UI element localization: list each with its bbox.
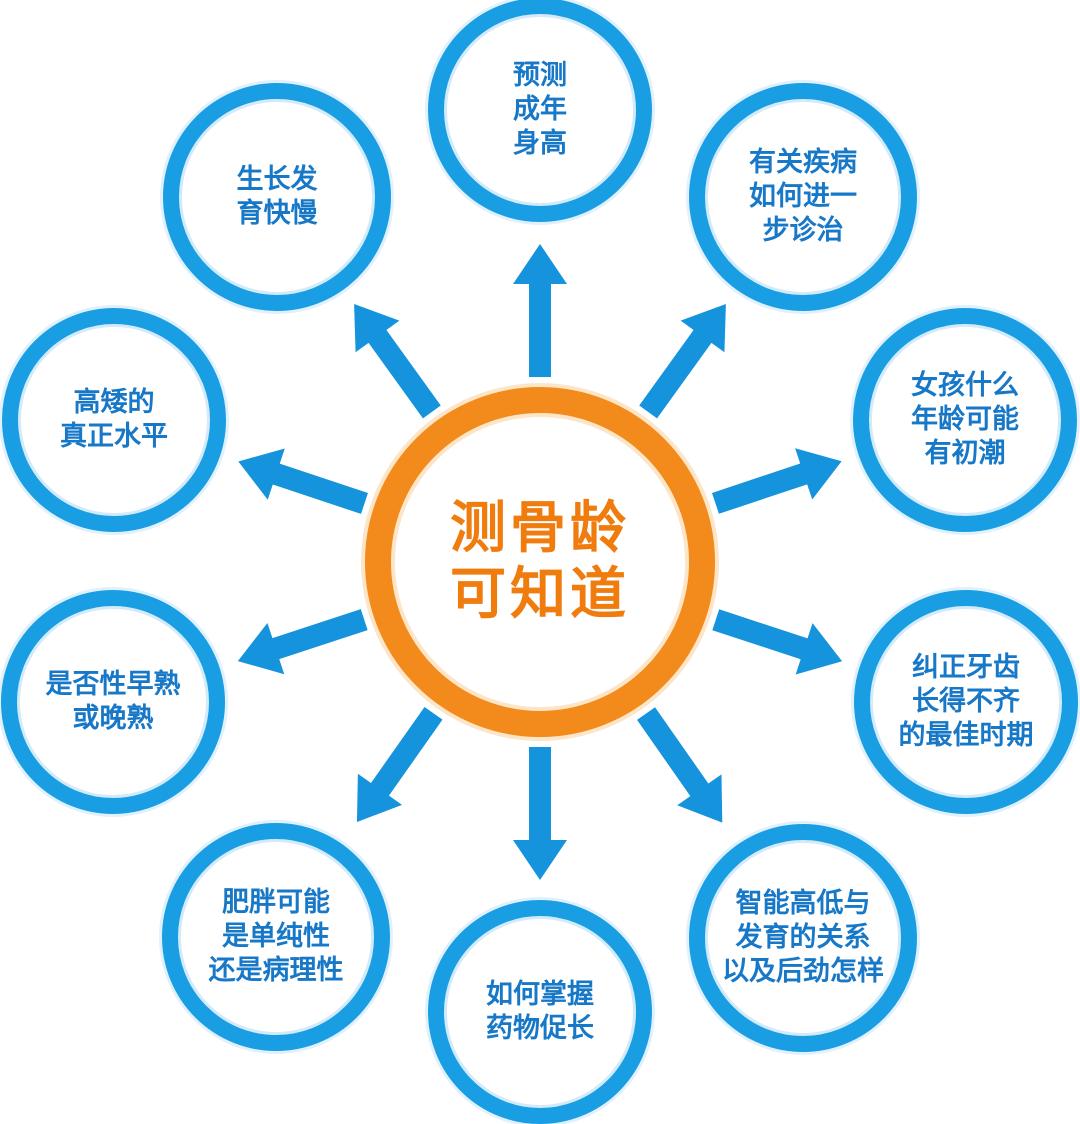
node-label: 如何掌握 药物促长 bbox=[486, 979, 594, 1044]
node-label: 肥胖可能 是单纯性 还是病理性 bbox=[208, 887, 344, 986]
arrow-7 bbox=[237, 609, 368, 675]
node-menarche-age: 女孩什么 年龄可能 有初潮 bbox=[853, 308, 1077, 532]
node-label: 女孩什么 年龄可能 有初潮 bbox=[911, 370, 1019, 469]
node-label: 预测 成年 身高 bbox=[513, 60, 567, 159]
node-precocious-puberty: 是否性早熟 或晚熟 bbox=[1, 590, 225, 814]
node-growth-speed: 生长发 育快慢 bbox=[163, 83, 391, 311]
node-teeth-correction: 纠正牙齿 长得不齐 的最佳时期 bbox=[854, 590, 1078, 814]
node-height-level: 高矮的 真正水平 bbox=[2, 308, 226, 532]
arrow-4 bbox=[637, 707, 723, 823]
node-predict-adult-height: 预测 成年 身高 bbox=[428, 0, 652, 222]
node-label: 生长发 育快慢 bbox=[236, 164, 318, 229]
node-disease-treatment: 有关疾病 如何进一 步诊治 bbox=[689, 83, 917, 311]
arrow-8 bbox=[238, 448, 368, 514]
arrow-5 bbox=[513, 747, 567, 880]
node-drug-growth: 如何掌握 药物促长 bbox=[428, 900, 652, 1124]
node-obesity-type: 肥胖可能 是单纯性 还是病理性 bbox=[162, 823, 390, 1051]
node-label: 有关疾病 如何进一 步诊治 bbox=[749, 147, 857, 246]
node-label: 高矮的 真正水平 bbox=[60, 387, 168, 452]
arrow-9 bbox=[354, 303, 441, 419]
arrow-3 bbox=[712, 609, 843, 675]
node-label: 是否性早熟 或晚熟 bbox=[45, 669, 181, 734]
arrow-1 bbox=[639, 303, 726, 419]
node-label: 纠正牙齿 长得不齐 的最佳时期 bbox=[898, 652, 1034, 751]
arrow-0 bbox=[513, 244, 567, 377]
arrow-2 bbox=[711, 448, 842, 514]
node-label: 智能高低与 发育的关系 以及后劲怎样 bbox=[722, 888, 884, 987]
arrow-6 bbox=[356, 706, 443, 823]
center-circle: 测骨龄 可知道 bbox=[365, 387, 715, 737]
center-title: 测骨龄 可知道 bbox=[450, 496, 630, 627]
node-intelligence-development: 智能高低与 发育的关系 以及后劲怎样 bbox=[689, 824, 917, 1052]
